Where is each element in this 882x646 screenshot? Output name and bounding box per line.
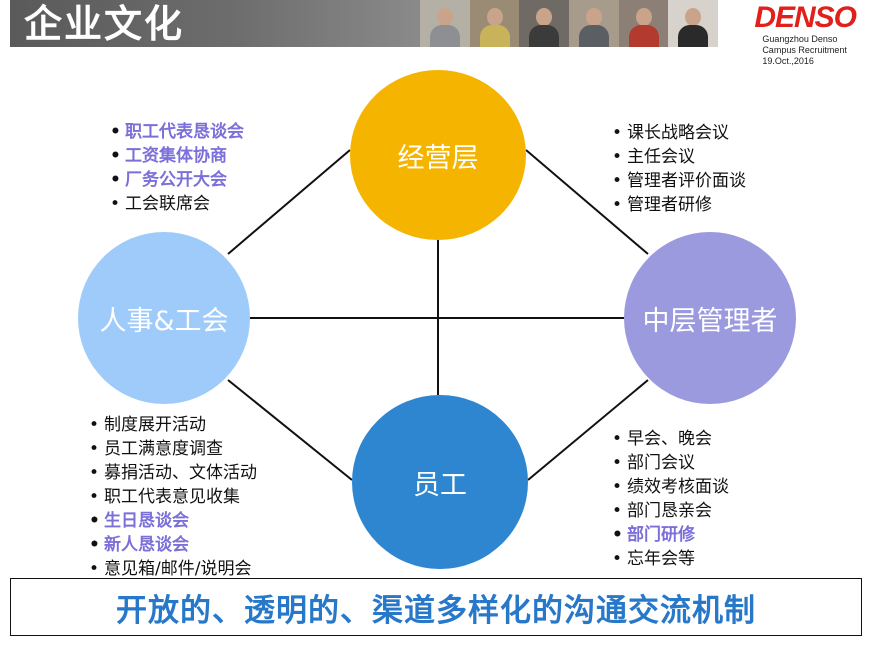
slogan-box: 开放的、透明的、渠道多样化的沟通交流机制 (10, 578, 862, 636)
photo-worker-6 (668, 0, 719, 47)
list-item: 主任会议 (610, 145, 746, 169)
node-middle-managers-label: 中层管理者 (642, 305, 778, 337)
brand-line-company: Guangzhou Denso (762, 34, 838, 44)
list-item: 意见箱/邮件/说明会 (87, 557, 257, 581)
list-item: 早会、晚会 (610, 427, 729, 451)
connector-management-hr (227, 149, 351, 255)
person-head (486, 8, 503, 26)
node-hr-union-label: 人事&工会 (99, 305, 229, 337)
list-item: 部门研修 (610, 523, 729, 547)
denso-logo: DENSO (754, 1, 857, 34)
list-item: 忘年会等 (610, 547, 729, 571)
node-employees-label: 员工 (413, 469, 467, 501)
person-head (685, 8, 702, 26)
node-middle-managers: 中层管理者 (624, 232, 796, 404)
list-item: 绩效考核面谈 (610, 475, 729, 499)
connector-middle-employees (527, 379, 649, 481)
list-item: 厂务公开大会 (108, 168, 244, 192)
list-item: 工资集体协商 (108, 144, 244, 168)
node-management-label: 经营层 (397, 142, 479, 174)
person-body (479, 25, 510, 47)
list-item: 职工代表恳谈会 (108, 120, 244, 144)
list-item: 职工代表意见收集 (87, 485, 257, 509)
list-employee-hr-channels: 制度展开活动员工满意度调查募捐活动、文体活动职工代表意见收集生日恳谈会新人恳谈会… (87, 413, 257, 581)
list-item: 课长战略会议 (610, 121, 746, 145)
node-employees: 员工 (352, 395, 528, 569)
list-item: 募捐活动、文体活动 (87, 461, 257, 485)
connector-hr-employees (227, 379, 353, 481)
list-item: 部门会议 (610, 451, 729, 475)
person-body (429, 25, 460, 47)
photo-worker-1 (420, 0, 470, 47)
person-body (529, 25, 560, 47)
slogan-text: 开放的、透明的、渠道多样化的沟通交流机制 (116, 592, 756, 629)
title-bar: 企业文化 (10, 0, 420, 47)
person-head (585, 8, 602, 26)
photo-strip (420, 0, 719, 47)
photo-worker-4 (569, 0, 619, 47)
brand-line-date: 19.Oct.,2016 (762, 56, 814, 66)
list-item: 管理者评价面谈 (610, 169, 746, 193)
list-item: 员工满意度调查 (87, 437, 257, 461)
person-body (578, 25, 609, 47)
connector-management-middle (525, 149, 649, 255)
list-item: 管理者研修 (610, 193, 746, 217)
person-head (436, 8, 453, 26)
node-management: 经营层 (350, 70, 526, 240)
brand-line-event: Campus Recruitment (762, 45, 847, 55)
brand-block: DENSO Guangzhou Denso Campus Recruitment… (754, 1, 857, 67)
person-head (635, 8, 652, 26)
person-body (678, 25, 709, 47)
photo-worker-2 (469, 0, 520, 47)
list-item: 部门恳亲会 (610, 499, 729, 523)
person-body (628, 25, 659, 47)
person-head (536, 8, 553, 26)
list-item: 生日恳谈会 (87, 509, 257, 533)
list-item: 制度展开活动 (87, 413, 257, 437)
list-employee-middle-channels: 早会、晚会部门会议绩效考核面谈部门恳亲会部门研修忘年会等 (610, 427, 729, 571)
list-hr-union-channels: 职工代表恳谈会工资集体协商厂务公开大会工会联席会 (108, 120, 244, 216)
list-management-channels: 课长战略会议主任会议管理者评价面谈管理者研修 (610, 121, 746, 217)
list-item: 工会联席会 (108, 192, 244, 216)
node-hr-union: 人事&工会 (78, 232, 250, 404)
list-item: 新人恳谈会 (87, 533, 257, 557)
photo-worker-3 (519, 0, 570, 47)
photo-worker-5 (618, 0, 669, 47)
page-title: 企业文化 (24, 2, 185, 46)
